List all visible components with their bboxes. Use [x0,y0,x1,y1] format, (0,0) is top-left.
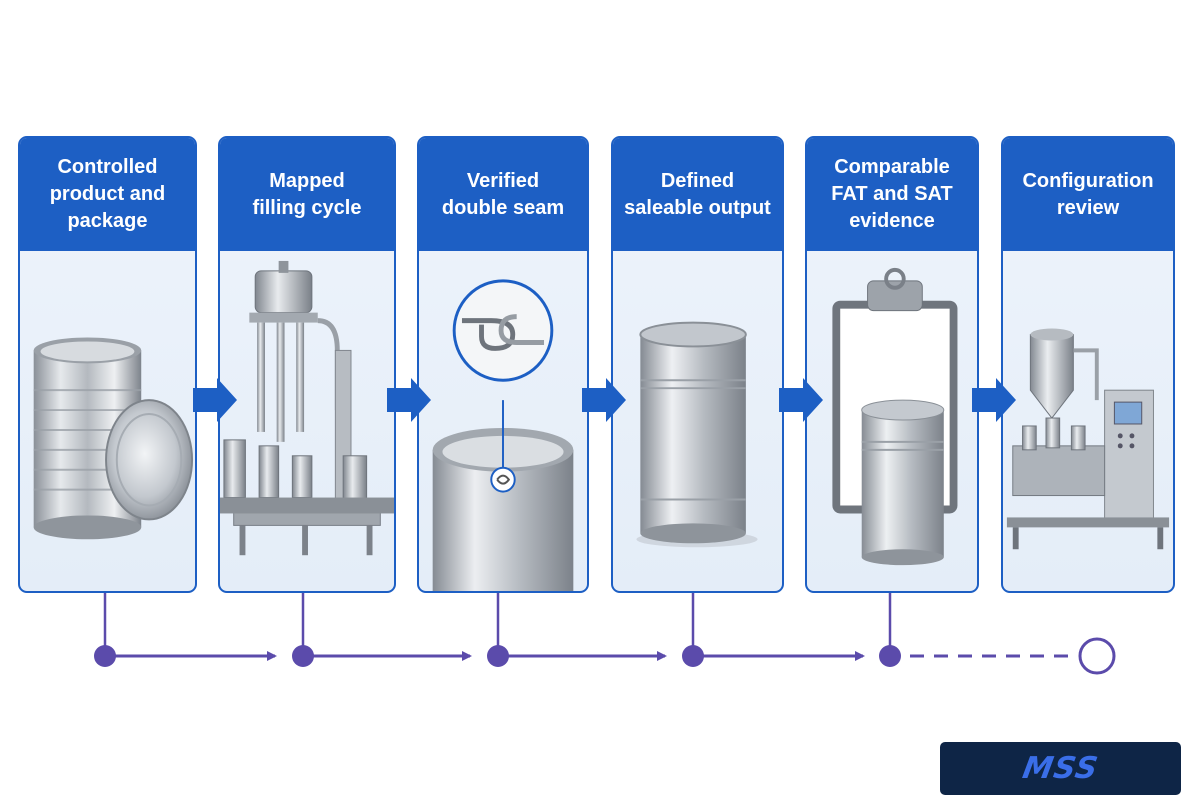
step-title: Mapped filling cycle [252,169,362,219]
step-title: Verified double seam [441,169,565,219]
timeline-node [487,645,509,667]
arrow-right-icon [972,378,1016,422]
timeline-node [292,645,314,667]
step-title: Comparable FAT and SAT evidence [831,156,953,232]
open-can-with-lid-icon [20,251,195,591]
processing-skid-icon [1003,251,1173,591]
timeline-node [94,645,116,667]
step-header: Controlled product and package [20,138,195,251]
step-header: Mapped filling cycle [220,138,394,251]
step-card-filling-cycle: Mapped filling cycle [218,136,396,593]
step-title: Configuration review [1022,169,1154,219]
step-header: Verified double seam [419,138,587,251]
step-header: Comparable FAT and SAT evidence [807,138,977,251]
step-header: Defined saleable output [613,138,782,251]
timeline-stems [103,593,892,646]
company-logo: MSS [940,742,1181,795]
timeline-node [682,645,704,667]
progress-timeline [94,593,1116,675]
arrow-right-icon [779,378,823,422]
timeline-nodes [94,645,901,667]
step-title: Controlled product and package [49,156,166,232]
logo-mark: MSS [1020,750,1102,786]
step-card-double-seam: Verified double seam [417,136,589,593]
seam-cross-section-icon [419,251,587,591]
step-title: Defined saleable output [624,169,771,219]
step-header: Configuration review [1003,138,1173,251]
step-card-configuration-review: Configuration review [1001,136,1175,593]
arrow-right-icon [193,378,237,422]
arrow-right-icon [582,378,626,422]
step-card-fat-sat-evidence: Comparable FAT and SAT evidence [805,136,979,593]
step-card-product-package: Controlled product and package [18,136,197,593]
filling-machine-icon [220,251,394,591]
clipboard-with-can-icon [807,251,977,591]
step-card-saleable-output: Defined saleable output [611,136,784,593]
arrow-right-icon [387,378,431,422]
timeline-node-open [1078,637,1116,675]
sealed-can-icon [613,251,782,591]
timeline-node [879,645,901,667]
